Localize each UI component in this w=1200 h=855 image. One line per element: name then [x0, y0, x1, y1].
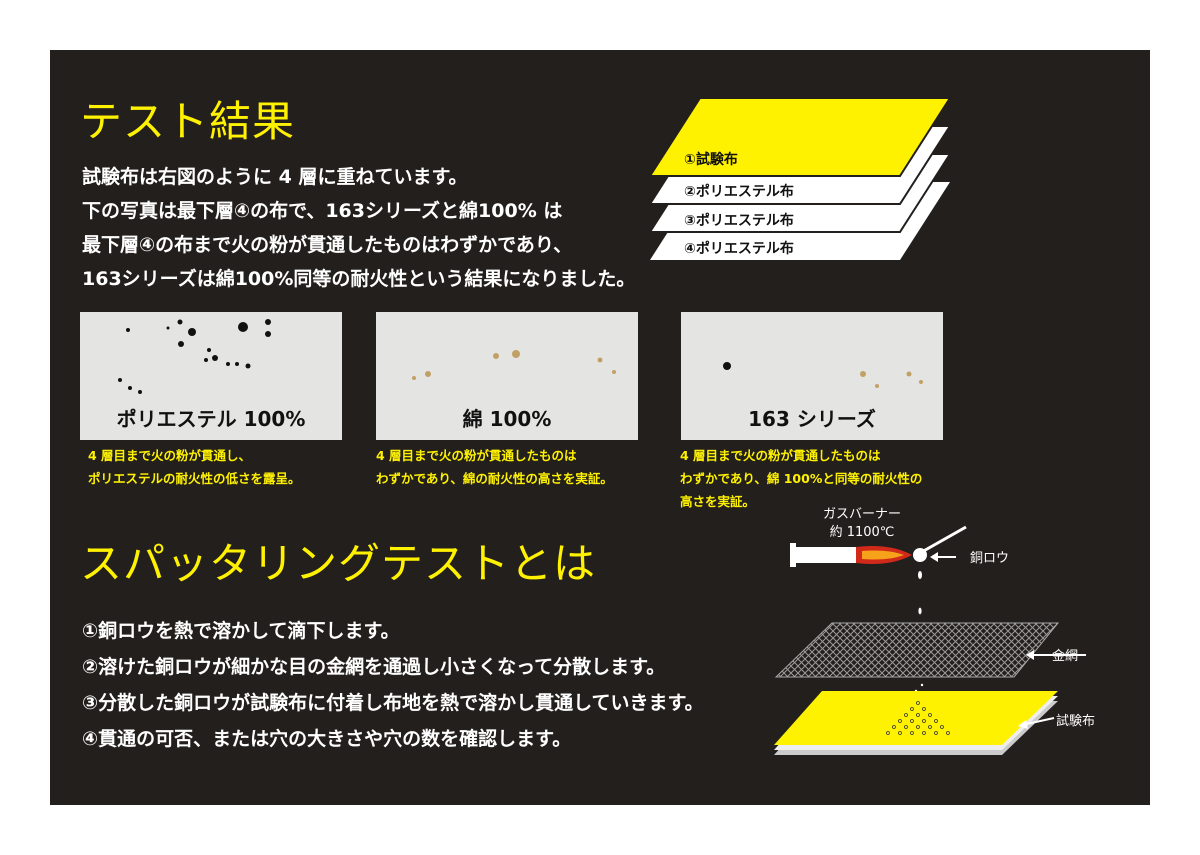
step-item: ②溶けた銅ロウが細かな目の金網を通過し小さくなって分散します。	[82, 656, 666, 678]
caption-line: 4 層目まで火の粉が貫通したものは	[376, 448, 577, 463]
layer-2-label: ②ポリエステル布	[684, 183, 794, 200]
burner-label: ガスバーナー	[823, 507, 901, 522]
step-item: ④貫通の可否、または穴の大きさや穴の数を確認します。	[82, 728, 572, 750]
photo-label: ポリエステル 100%	[116, 407, 306, 431]
photo-caption-cotton: 4 層目まで火の粉が貫通したものは わずかであり、綿の耐火性の高さを実証。	[376, 444, 613, 490]
intro-line: 試験布は右図のように 4 層に重ねています。	[82, 166, 468, 188]
layer-4-label: ④ポリエステル布	[684, 240, 794, 257]
caption-line: わずかであり、綿の耐火性の高さを実証。	[376, 471, 613, 486]
sputtering-diagram: ガスバーナー 約 1100℃ 銅ロウ 金網	[774, 507, 1095, 755]
copper-brazing-rod	[913, 525, 967, 562]
intro-line: 下の写真は最下層④の布で、163シリーズと綿100% は	[82, 200, 563, 222]
caption-line: 4 層目まで火の粉が貫通したものは	[680, 448, 881, 463]
layer-1-label: ①試験布	[684, 151, 738, 168]
step-item: ③分散した銅ロウが試験布に付着し布地を熱で溶かし貫通していきます。	[82, 692, 704, 714]
photo-caption-polyester: 4 層目まで火の粉が貫通し、 ポリエステルの耐火性の低さを露呈。	[88, 444, 301, 490]
sputtering-heading: スパッタリングテストとは	[80, 539, 597, 588]
gas-burner	[790, 543, 912, 567]
step-item: ①銅ロウを熱で溶かして滴下します。	[82, 620, 400, 642]
layer-stack-diagram: ①試験布 ②ポリエステル布 ③ポリエステル布 ④ポリエステル布	[648, 97, 952, 260]
intro-line: 163シリーズは綿100%同等の耐火性という結果になりました。	[82, 268, 636, 290]
results-heading: テスト結果	[80, 97, 296, 146]
cloth-label: 試験布	[1056, 713, 1095, 729]
caption-line: わずかであり、綿 100%と同等の耐火性の	[680, 471, 923, 486]
photo-caption-163-series: 4 層目まで火の粉が貫通したものは わずかであり、綿 100%と同等の耐火性の …	[680, 444, 922, 513]
burn-marks-image	[723, 362, 923, 388]
mesh-label: 金網	[1052, 648, 1078, 664]
caption-line: 4 層目まで火の粉が貫通し、	[88, 448, 252, 463]
results-intro: 試験布は右図のように 4 層に重ねています。 下の写真は最下層④の布で、163シ…	[82, 160, 742, 296]
sputter-dots	[886, 701, 950, 735]
layer-1-sheet	[648, 97, 952, 177]
burn-holes-image	[118, 319, 271, 394]
caption-line: ポリエステルの耐火性の低さを露呈。	[88, 471, 301, 486]
temperature-label: 約 1100℃	[830, 525, 895, 540]
photo-cotton: 綿 100%	[376, 312, 638, 440]
burn-marks-image	[412, 350, 616, 380]
photo-label: 綿 100%	[462, 407, 552, 431]
photo-label: 163 シリーズ	[748, 407, 876, 431]
intro-line: 最下層④の布まで火の粉が貫通したものはわずかであり、	[82, 234, 573, 256]
caption-line: 高さを実証。	[680, 494, 756, 509]
photo-polyester: ポリエステル 100%	[80, 312, 342, 440]
sputtering-steps: ①銅ロウを熱で溶かして滴下します。 ②溶けた銅ロウが細かな目の金網を通過し小さく…	[82, 613, 704, 757]
wire-mesh	[774, 622, 1060, 678]
copper-label: 銅ロウ	[970, 551, 1009, 566]
photo-163-series: 163 シリーズ	[681, 312, 943, 440]
layer-3-label: ③ポリエステル布	[684, 212, 794, 229]
test-cloth	[774, 691, 1058, 755]
